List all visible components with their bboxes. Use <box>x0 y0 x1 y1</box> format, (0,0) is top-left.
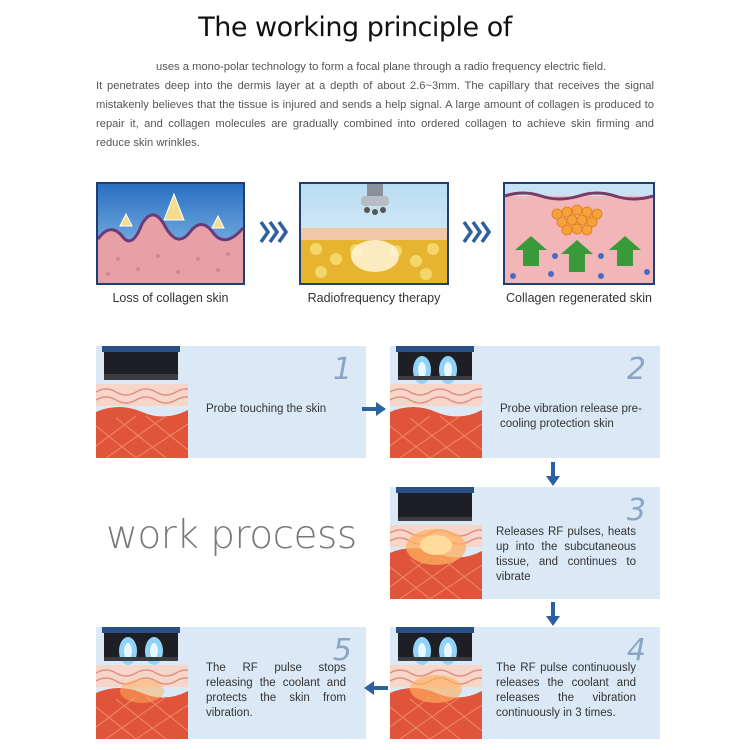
stage-caption-loss: Loss of collagen skin <box>112 291 229 305</box>
step-card-1: 1 Probe touching the skin <box>96 346 366 458</box>
step-number: 4 <box>626 633 646 668</box>
step-text: The RF pulse continuously releases the c… <box>496 662 636 719</box>
radiofrequency-therapy-illustration <box>299 182 449 285</box>
step-text: Releases RF pulses, heats up into the su… <box>496 526 636 583</box>
step-number: 1 <box>332 352 352 387</box>
page-title: The working principle of <box>198 12 512 43</box>
stage-caption-rf: Radiofrequency therapy <box>307 291 441 305</box>
work-process-label: work process <box>106 513 357 558</box>
step-card-3: 3 Releases RF pulses, heats up into the … <box>390 487 660 599</box>
rf-coolant-illustration <box>390 627 482 739</box>
step-card-4: 4 The RF pulse continuously releases the… <box>390 627 660 739</box>
step-number: 5 <box>332 633 352 668</box>
step-card-2: 2 Probe vibration release pre-cooling pr… <box>390 346 660 458</box>
step-number: 2 <box>626 352 646 387</box>
rf-heating-illustration <box>390 487 482 599</box>
arrow-left-icon <box>364 681 388 695</box>
probe-cooling-illustration <box>390 346 482 458</box>
step-number: 3 <box>626 493 646 528</box>
intro-paragraph: uses a mono-polar technology to form a f… <box>96 58 654 153</box>
stage-caption-regenerated: Collagen regenerated skin <box>506 291 652 305</box>
chevron-right-icon <box>462 220 491 244</box>
step-text: Probe vibration release pre-cooling prot… <box>500 403 642 430</box>
loss-of-collagen-illustration <box>96 182 245 285</box>
arrow-down-icon <box>546 602 560 626</box>
arrow-down-icon <box>546 462 560 486</box>
intro-body: It penetrates deep into the dermis layer… <box>96 80 654 149</box>
chevron-right-icon <box>259 220 288 244</box>
step-text: Probe touching the skin <box>206 403 327 415</box>
rf-stop-illustration <box>96 627 188 739</box>
step-card-5: 5 The RF pulse stops releasing the coola… <box>96 627 366 739</box>
arrow-right-icon <box>362 402 386 416</box>
intro-first-line: uses a mono-polar technology to form a f… <box>156 61 607 73</box>
step-text: The RF pulse stops releasing the coolant… <box>206 662 346 719</box>
probe-skin-illustration <box>96 346 188 458</box>
collagen-regenerated-illustration <box>503 182 655 285</box>
